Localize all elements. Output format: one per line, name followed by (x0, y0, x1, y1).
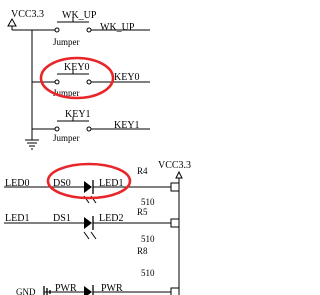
vcc-power-symbol-right (175, 170, 183, 183)
led-ds1-in-net: LED1 (5, 213, 29, 224)
led-ds0-in-net: LED0 (5, 178, 29, 189)
resistor-r4-value: 510 (141, 197, 155, 207)
led-ds0-out-net: LED1 (99, 178, 123, 189)
led-ds1 (4, 216, 171, 240)
resistor-r4 (170, 182, 180, 192)
resistor-r4-ref: R4 (137, 166, 148, 176)
switch-wkup-net: WK_UP (100, 22, 135, 33)
vcc-power-symbol-top (7, 17, 17, 30)
led-ds0 (4, 180, 171, 204)
gnd-label: GND (16, 287, 36, 295)
switch-key0-net: KEY0 (114, 72, 140, 83)
resistor-r8-value: 510 (141, 268, 155, 278)
resistor-r5-value: 510 (141, 234, 155, 244)
switch-wkup (54, 18, 150, 33)
switch-wkup-footprint: Jumper (53, 37, 80, 47)
vcc-label-right: VCC3.3 (158, 160, 191, 171)
schematic-canvas: VCC3.3 WK_UP Jumper WK_UP KEY0 Jumper KE… (4, 9, 191, 295)
highlight-circle-key0 (39, 56, 115, 100)
switch-key1-ref: KEY1 (65, 109, 91, 120)
resistor-r5-ref: R5 (137, 207, 148, 217)
led-pwr-ref: PWR (55, 283, 77, 294)
resistor-r5 (170, 218, 180, 228)
led-pwr-out-net: PWR (101, 283, 123, 294)
resistor-r8-ref: R8 (137, 246, 148, 256)
led-pwr (43, 285, 171, 295)
resistor-r8 (170, 287, 180, 295)
switch-key1-footprint: Jumper (53, 133, 80, 143)
ground-symbol-switch (25, 129, 39, 150)
led-ds0-ref: DS0 (53, 178, 71, 189)
led-ds1-out-net: LED2 (99, 213, 123, 224)
switch-key0-ref: KEY0 (64, 62, 90, 73)
switch-key0 (32, 70, 150, 85)
vcc-label-top: VCC3.3 (11, 9, 44, 20)
switch-key0-footprint: Jumper (53, 88, 80, 98)
highlight-circle-ds0 (46, 162, 132, 200)
switch-wkup-ref: WK_UP (62, 10, 97, 21)
switch-key1 (32, 117, 150, 132)
switch-key1-net: KEY1 (114, 120, 140, 131)
led-ds1-ref: DS1 (53, 213, 71, 224)
